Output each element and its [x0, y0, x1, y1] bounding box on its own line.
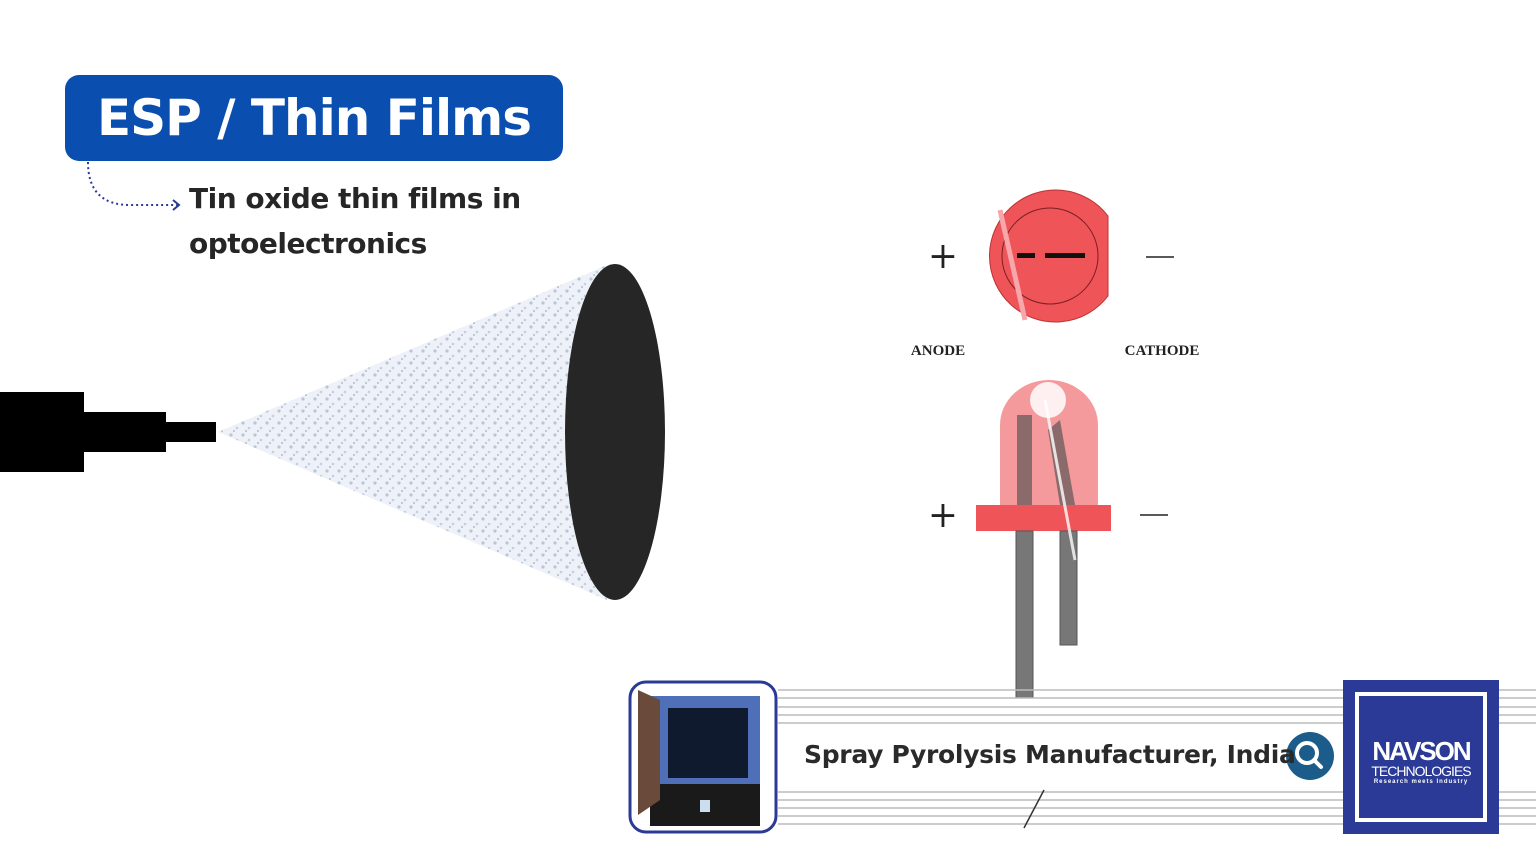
search-icon[interactable] [1286, 732, 1334, 780]
navson-logo: NAVSON TECHNOLOGIES Research meets Indus… [1343, 680, 1499, 834]
cathode-label: CATHODE [1125, 343, 1200, 359]
led-side-view [976, 380, 1111, 699]
dotted-connector [87, 161, 178, 206]
led-top-view [989, 189, 1109, 323]
page-title: ESP / Thin Films [65, 75, 563, 161]
plus-sign-top: + [928, 236, 958, 277]
logo-name: NAVSON [1372, 736, 1471, 766]
subtitle-line-1: Tin oxide thin films in [189, 182, 521, 215]
switch-symbol [1023, 789, 1045, 829]
spray-nozzle [0, 392, 216, 472]
spray-cone [218, 265, 607, 600]
subtitle: Tin oxide thin films in optoelectronics [189, 176, 521, 266]
anode-label: ANODE [911, 343, 965, 359]
logo-tagline: Research meets Industry [1373, 779, 1469, 785]
substrate-disc [565, 264, 665, 600]
logo-sub: TECHNOLOGIES [1371, 763, 1471, 779]
banner-text: Spray Pyrolysis Manufacturer, India [804, 740, 1296, 769]
arrow-head-icon [172, 199, 181, 211]
subtitle-line-2: optoelectronics [189, 227, 427, 260]
plus-sign-side: + [928, 495, 958, 536]
logo-inner: NAVSON TECHNOLOGIES Research meets Indus… [1355, 692, 1487, 822]
spray-pyrolysis-machine-image [628, 680, 778, 834]
